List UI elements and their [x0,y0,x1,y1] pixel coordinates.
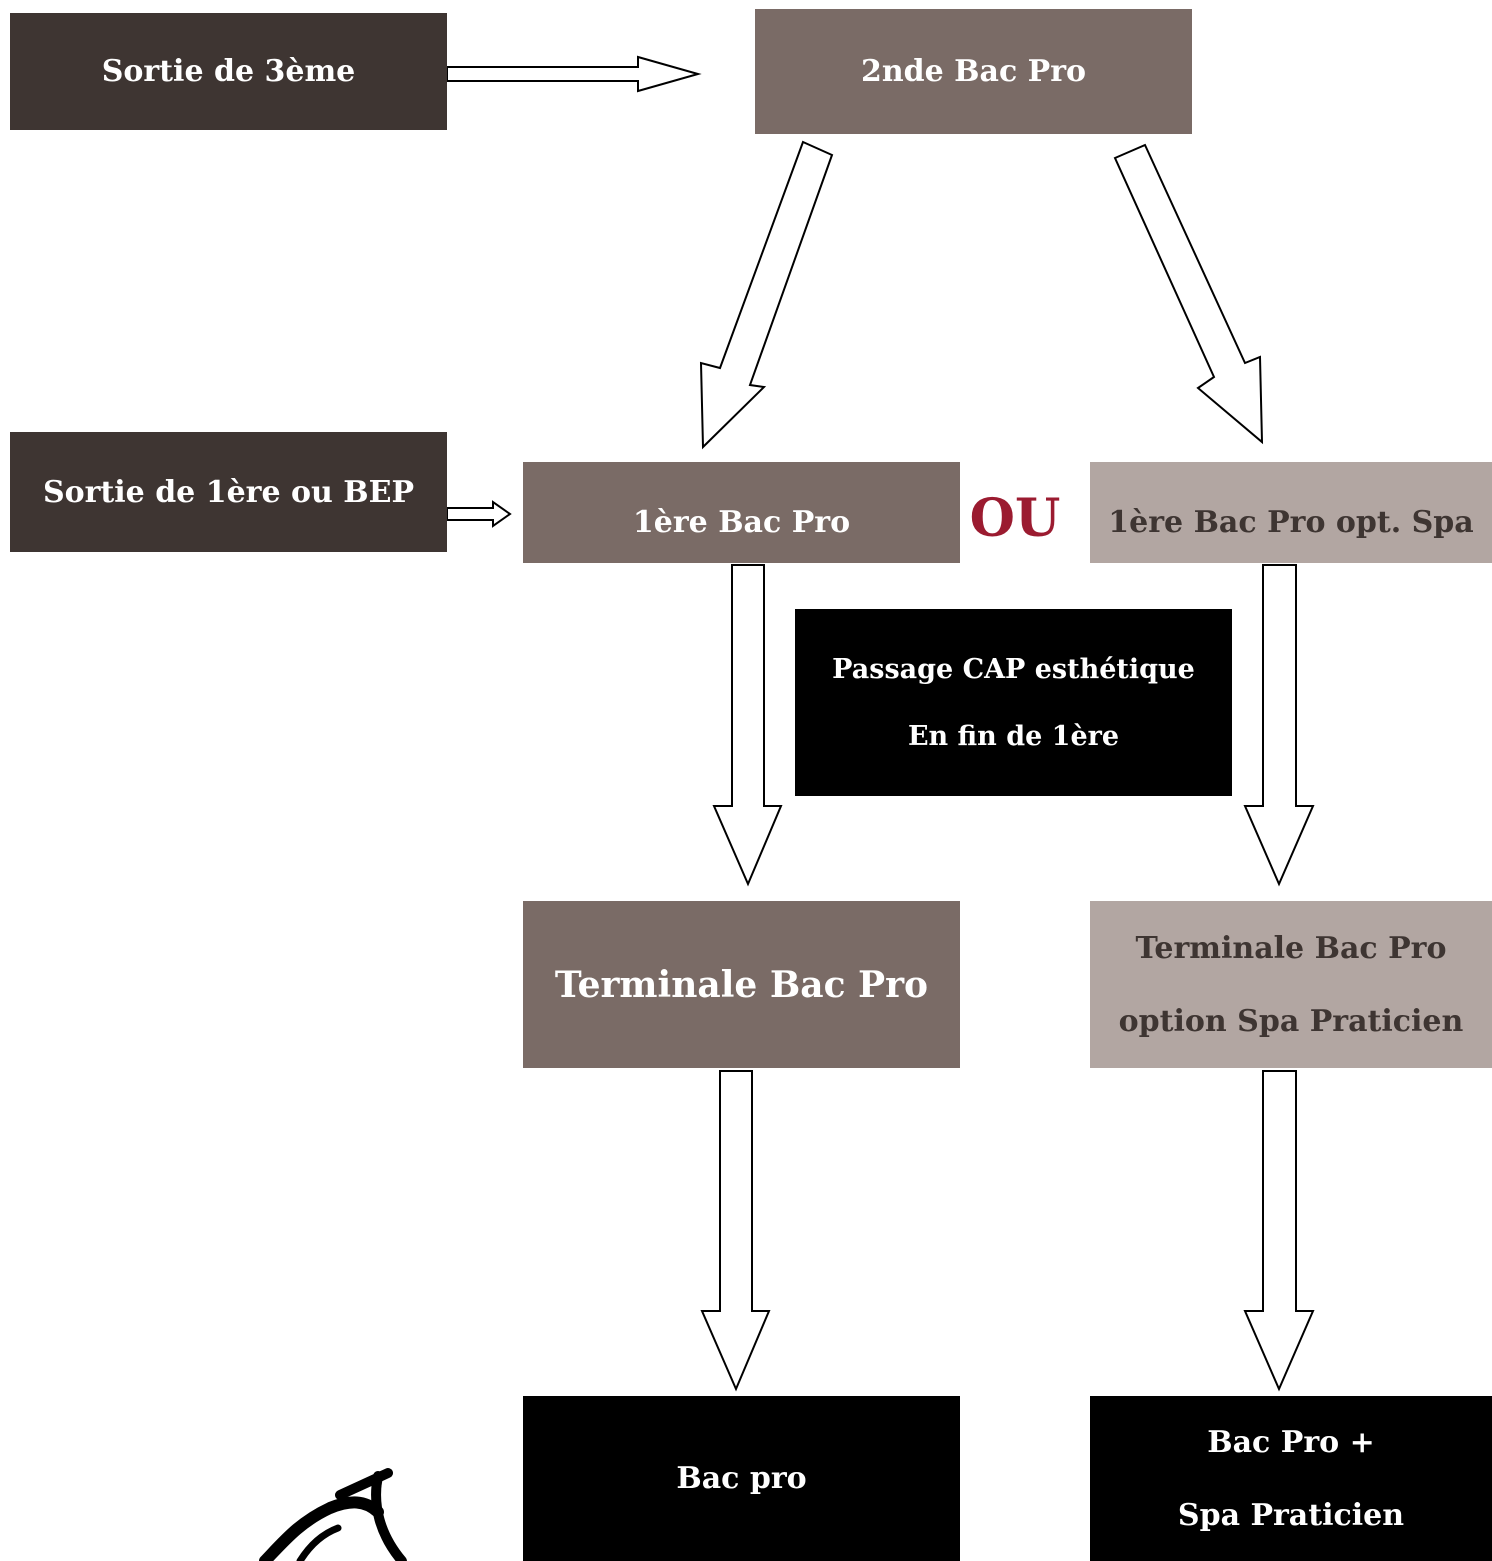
node-terminale-spa: Terminale Bac Pro option Spa Praticien [1090,901,1492,1068]
arrow-1ere-spa-to-terminale-spa [1243,564,1315,887]
node-label: 1ère Bac Pro [632,505,851,540]
node-sortie-3eme: Sortie de 3ème [10,13,447,130]
node-label-line2: option Spa Praticien [1118,1003,1464,1039]
node-label: 1ère Bac Pro opt. Spa [1108,505,1474,540]
arrow-2nde-to-1ere [699,140,834,450]
node-terminale-bac-pro: Terminale Bac Pro [523,901,960,1068]
arrow-sortie1-to-1ere [446,500,512,528]
node-cap-esthetique: Passage CAP esthétique En fin de 1ère [795,609,1232,796]
arrow-terminale-to-bac [700,1070,771,1392]
arrow-2nde-to-1ere-spa [1113,143,1264,445]
node-label: Sortie de 3ème [101,54,356,89]
brush-stroke-decoration [259,1468,407,1561]
node-label-line1: Passage CAP esthétique [832,653,1195,685]
node-label-line1: Terminale Bac Pro [1135,930,1447,966]
node-label: 2nde Bac Pro [860,54,1087,89]
or-separator: OU [969,488,1061,549]
node-bac-pro: Bac pro [523,1396,960,1561]
node-1ere-bac-pro-spa: 1ère Bac Pro opt. Spa [1090,462,1492,563]
node-label: Bac pro [676,1461,807,1496]
node-label-line1: Bac Pro + [1207,1424,1375,1460]
node-label-line2: Spa Praticien [1177,1497,1405,1533]
arrow-terminale-spa-to-bac-spa [1243,1070,1315,1392]
arrow-sortie3-to-2nde [446,55,702,93]
node-label: Sortie de 1ère ou BEP [42,474,415,510]
node-sortie-1ere-bep: Sortie de 1ère ou BEP [10,432,447,552]
node-bac-pro-spa: Bac Pro + Spa Praticien [1090,1396,1492,1561]
node-label-line2: En fin de 1ère [907,720,1120,752]
node-2nde-bac-pro: 2nde Bac Pro [755,9,1192,134]
node-label: Terminale Bac Pro [554,963,929,1006]
arrow-1ere-to-terminale [712,564,783,887]
node-1ere-bac-pro: 1ère Bac Pro [523,462,960,563]
